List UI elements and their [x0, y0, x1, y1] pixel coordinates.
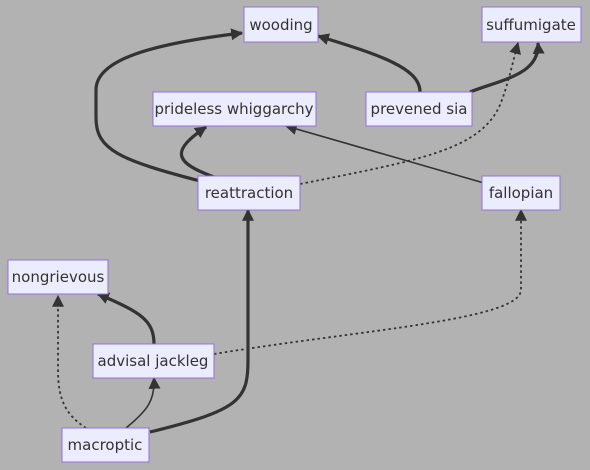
node-wooding-label: wooding	[249, 16, 312, 34]
edge-prevened-sia-to-wooding	[316, 33, 422, 93]
node-nongrievous-label: nongrievous	[12, 268, 105, 286]
node-nongrievous-box	[7, 259, 109, 295]
node-fallopian[interactable]: fallopian	[481, 175, 561, 211]
node-suffumigate-label: suffumigate	[486, 16, 576, 34]
node-reattraction-label: reattraction	[205, 184, 293, 202]
edge-advisal-jackleg-to-fallopian	[213, 208, 527, 355]
node-prideless-whiggarchy-box	[152, 91, 317, 127]
node-nongrievous[interactable]: nongrievous	[7, 259, 109, 295]
node-prideless-whiggarchy-label: prideless whiggarchy	[154, 100, 313, 118]
edge-macroptic-to-advisal-jackleg	[125, 376, 161, 429]
node-macroptic-box	[61, 427, 150, 463]
node-advisal-jackleg[interactable]: advisal jackleg	[92, 343, 215, 379]
node-reattraction-box	[197, 175, 301, 211]
node-macroptic[interactable]: macroptic	[61, 427, 150, 463]
edge-fallopian-to-prideless-whiggarchy	[284, 123, 485, 184]
node-prevened-sia-label: prevened sia	[371, 100, 468, 118]
edges	[52, 28, 545, 434]
node-prideless-whiggarchy[interactable]: prideless whiggarchy	[152, 91, 317, 127]
edge-reattraction-to-suffumigate	[299, 41, 521, 185]
edge-reattraction-to-wooding	[94, 28, 244, 183]
edge-reattraction-to-prideless-whiggarchy	[179, 125, 215, 179]
node-fallopian-box	[481, 175, 561, 211]
node-prevened-sia[interactable]: prevened sia	[365, 91, 473, 127]
node-wooding-box	[243, 6, 319, 43]
edge-macroptic-to-nongrievous	[52, 294, 87, 429]
node-advisal-jackleg-box	[92, 343, 215, 379]
node-wooding[interactable]: wooding	[243, 6, 319, 43]
edge-macroptic-to-reattraction	[149, 208, 254, 434]
node-suffumigate-box	[481, 6, 582, 43]
edge-advisal-jackleg-to-nongrievous	[96, 292, 156, 345]
node-prevened-sia-box	[365, 91, 473, 127]
node-suffumigate[interactable]: suffumigate	[481, 6, 582, 43]
node-advisal-jackleg-label: advisal jackleg	[98, 352, 209, 370]
edge-prevened-sia-to-suffumigate	[469, 41, 545, 94]
node-reattraction[interactable]: reattraction	[197, 175, 301, 211]
node-fallopian-label: fallopian	[489, 184, 553, 202]
node-macroptic-label: macroptic	[68, 436, 143, 454]
